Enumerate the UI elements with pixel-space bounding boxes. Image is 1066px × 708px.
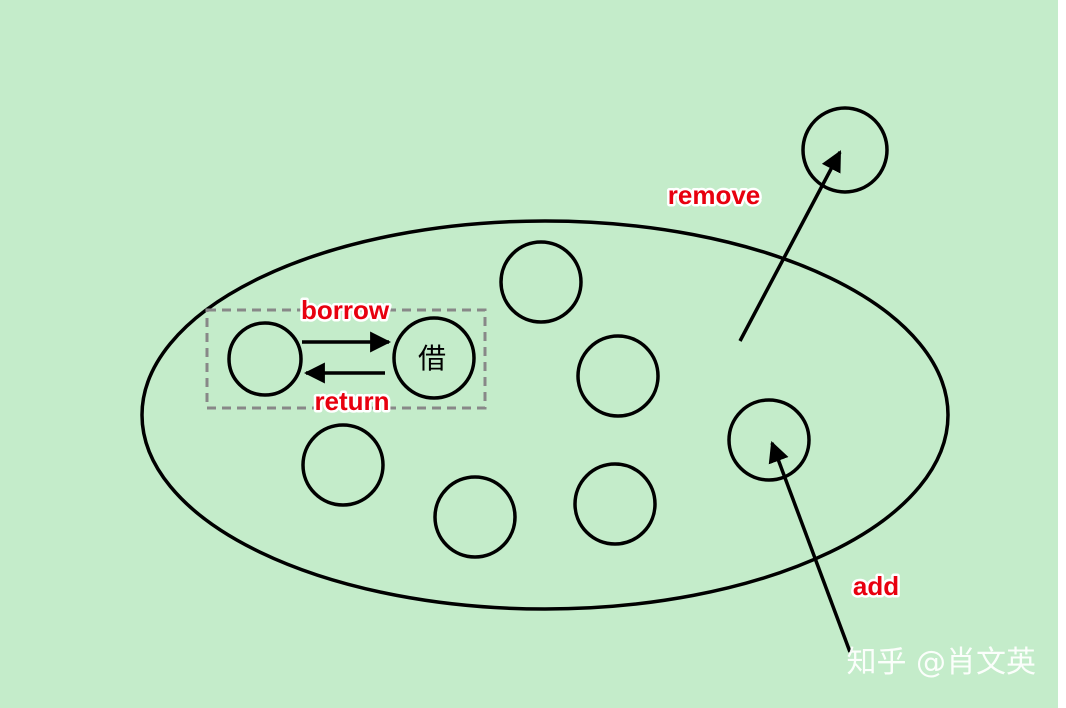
borrowed-object (392, 316, 476, 400)
borrowed-object-label: 借 (418, 342, 446, 375)
add-label: add (853, 571, 899, 601)
pooled-object (433, 475, 517, 559)
pooled-object (499, 240, 583, 324)
pooled-object (227, 321, 303, 397)
return-label: return (314, 386, 389, 416)
removed-object (801, 106, 889, 194)
pool-ellipse (140, 219, 950, 611)
pooled-object (576, 334, 660, 418)
remove-label: remove (668, 180, 761, 210)
watermark: 知乎 @肖文英 (846, 645, 1036, 680)
pooled-object (301, 423, 385, 507)
add-arrow (768, 441, 852, 653)
borrow-label: borrow (301, 295, 390, 325)
pooled-object (573, 462, 657, 546)
borrow-return-box (205, 308, 487, 410)
remove-arrow (738, 150, 842, 342)
added-object (727, 398, 811, 482)
